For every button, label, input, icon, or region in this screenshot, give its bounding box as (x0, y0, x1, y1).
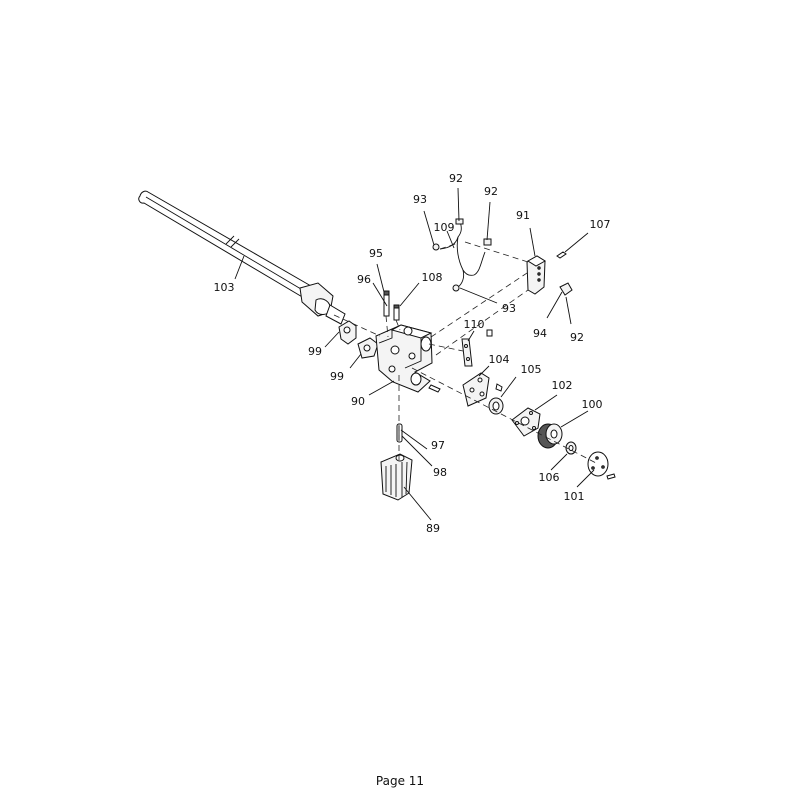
plate-102 (511, 407, 541, 437)
shaft-103 (138, 190, 346, 325)
part-label-109: 109 (434, 221, 455, 234)
part-label-104: 104 (489, 353, 510, 366)
part-label-90: 90 (351, 395, 365, 408)
part-label-92-top-right: 92 (484, 185, 498, 198)
part-label-101: 101 (564, 490, 585, 503)
part-label-93-top: 93 (413, 193, 427, 206)
bracket-91 (526, 251, 567, 295)
part-label-96: 96 (357, 273, 371, 286)
part-label-95: 95 (369, 247, 383, 260)
block-90 (375, 324, 441, 393)
pulley-100 (537, 423, 563, 449)
part-label-103: 103 (214, 281, 235, 294)
part-label-97: 97 (431, 439, 445, 452)
part-label-91: 91 (516, 209, 530, 222)
leader-lines (234, 187, 595, 521)
sensor-wire-109 (432, 218, 573, 296)
pins-95-96-108 (383, 290, 400, 321)
part-label-107: 107 (590, 218, 611, 231)
motor-89 (380, 453, 413, 501)
part-label-94: 94 (533, 327, 547, 340)
part-labels: 89 90 91 92 92 92 93 93 94 95 96 97 98 9… (214, 172, 611, 535)
part-label-99-bottom: 99 (330, 370, 344, 383)
part-label-92-top-left: 92 (449, 172, 463, 185)
part-label-98: 98 (433, 466, 447, 479)
part-drawings (138, 190, 616, 501)
part-label-106: 106 (539, 471, 560, 484)
part-label-100: 100 (582, 398, 603, 411)
assembly-lines (333, 241, 599, 465)
spacers-97-98 (396, 423, 403, 443)
part-label-102: 102 (552, 379, 573, 392)
bearing-105 (488, 397, 504, 415)
page-number: Page 11 (375, 774, 425, 788)
part-label-99-top: 99 (308, 345, 322, 358)
part-label-92-right: 92 (570, 331, 584, 344)
part-label-108: 108 (422, 271, 443, 284)
bar-110 (461, 329, 493, 367)
clip-99 (338, 320, 379, 359)
disc-101 (587, 451, 616, 480)
part-label-93-bottom: 93 (502, 302, 516, 315)
part-label-110: 110 (464, 318, 485, 331)
part-label-89: 89 (426, 522, 440, 535)
part-label-105: 105 (521, 363, 542, 376)
